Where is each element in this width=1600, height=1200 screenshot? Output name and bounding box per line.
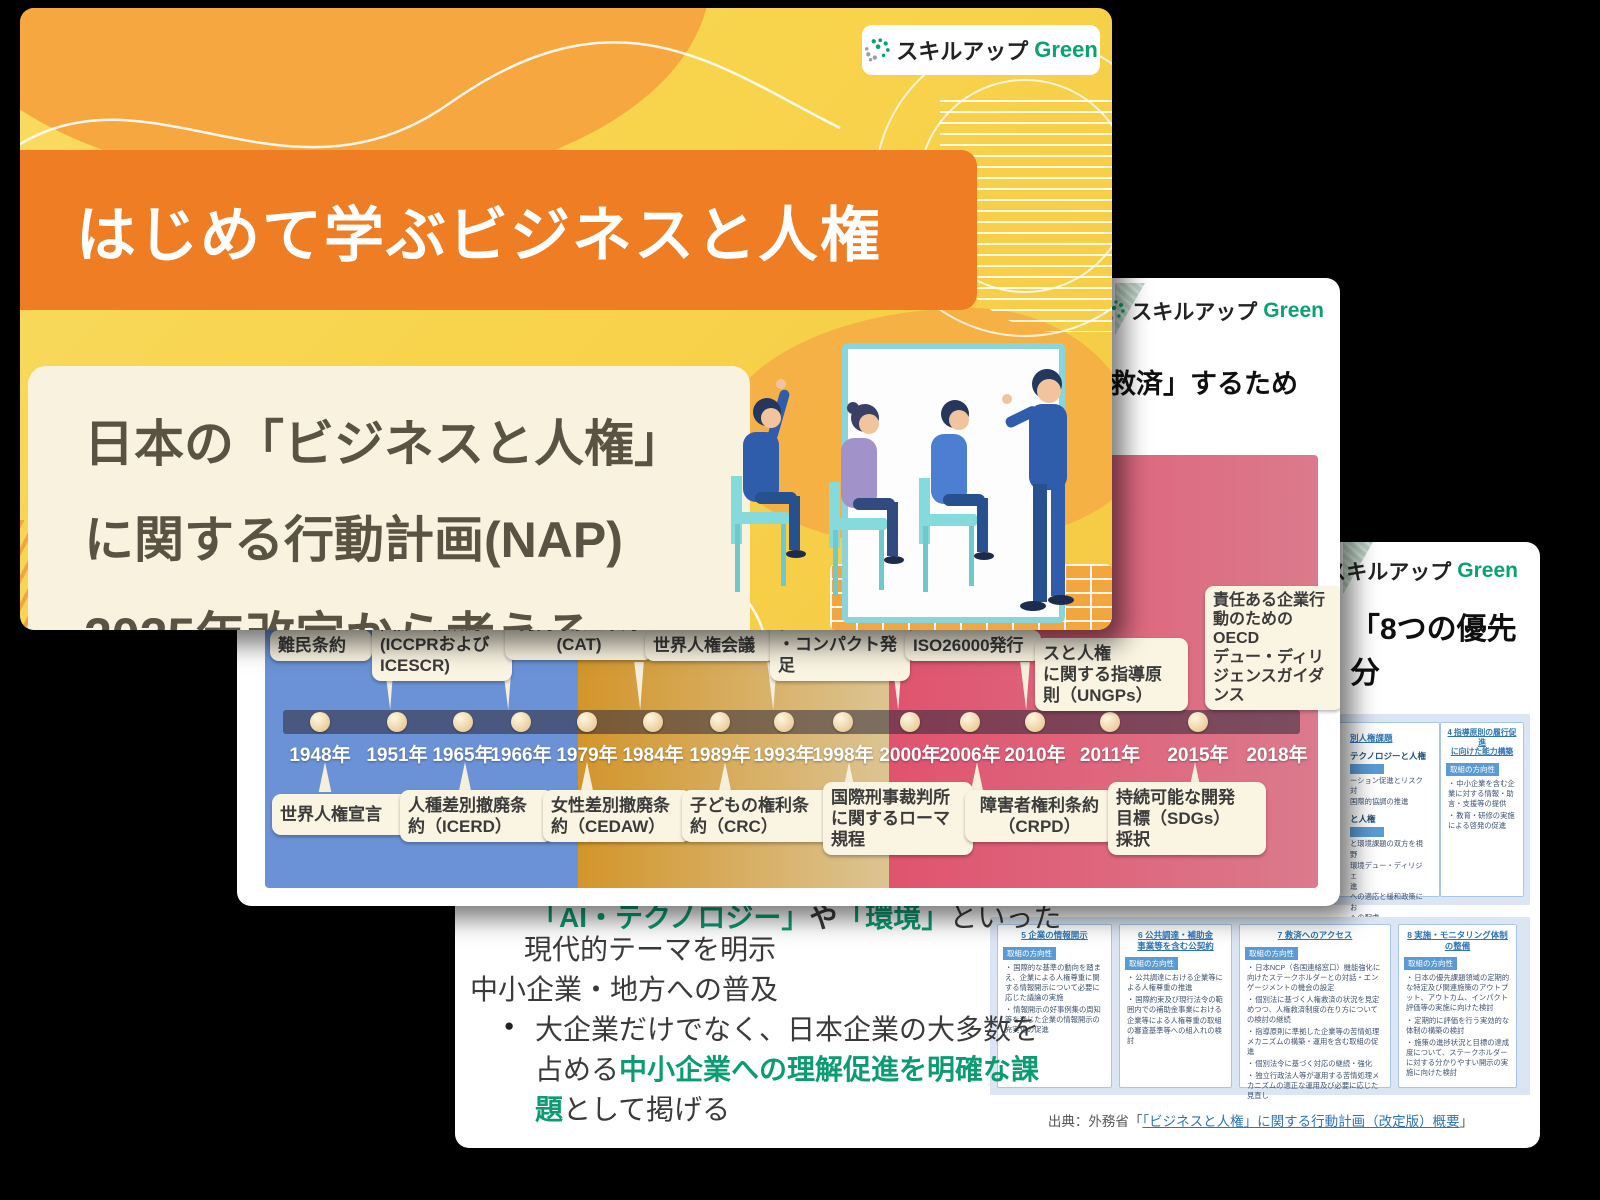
- timeline-dot: [310, 712, 330, 732]
- year-label: 1979年: [556, 745, 618, 766]
- logo-spark-icon: [865, 38, 890, 62]
- slide1-title: はじめて学ぶビジネスと人権: [76, 201, 882, 269]
- event-crpd: 障害者権利条約 （CRPD）: [965, 790, 1114, 842]
- event-oecd-guidance: 責任ある企業行 動のためのOECD デュー・ディリ ジェンスガイダ ンス: [1205, 586, 1340, 710]
- body-line-2: 現代的テーマを明示: [524, 934, 777, 965]
- card-6: 6 公共調達・補助金 事業等を含む公契約 取組の方向性 公共調達における企業等に…: [1119, 924, 1232, 1088]
- year-label: 1966年: [490, 745, 552, 766]
- slide1-subtitle: 日本の「ビジネスと人権」 に関する行動計画(NAP) 2025年改定から考える: [84, 416, 684, 630]
- pointer: [1020, 662, 1030, 710]
- pointer: [892, 662, 902, 710]
- body-bullet-1: 大企業だけでなく、日本企業の大多数を: [535, 1014, 1040, 1045]
- timeline-dot: [710, 712, 730, 732]
- bullet-dot: ●: [504, 1016, 515, 1035]
- timeline-dot: [900, 712, 920, 732]
- year-label: 2015年: [1167, 745, 1229, 766]
- body-bullet-3: 題として掲げる: [535, 1094, 731, 1125]
- pointer: [767, 662, 777, 710]
- body-line-clipped: 「AI・テクノロジー」や「環境」といった: [531, 902, 1062, 933]
- direction-badge: [1350, 763, 1384, 774]
- subtitle-panel: 日本の「ビジネスと人権」 に関する行動計画(NAP) 2025年改定から考える: [28, 366, 750, 630]
- pointer: [502, 662, 512, 710]
- timeline-dot: [1100, 712, 1120, 732]
- timeline-dot: [774, 712, 794, 732]
- timeline-dot: [577, 712, 597, 732]
- card7-header: 7 救済へのアクセス: [1277, 930, 1353, 940]
- event-rome-statute: 国際刑事裁判所 に関するローマ 規程: [823, 782, 973, 855]
- card8-header: 8 実施・モニタリング体制 の整備: [1407, 930, 1508, 951]
- slide-1: はじめて学ぶビジネスと人権 日本の「ビジネスと人権」 に関する行動計画(NAP)…: [20, 8, 1112, 630]
- timeline-dot: [1025, 712, 1045, 732]
- logo-suffix: Green: [1034, 37, 1098, 62]
- timeline-dot: [511, 712, 531, 732]
- logo-text: スキルアップ: [896, 39, 1029, 64]
- year-label: 2006年: [939, 745, 1001, 766]
- title-banner: はじめて学ぶビジネスと人権: [20, 150, 977, 310]
- priority-grid-bottom: 5 企業の情報開示 取組の方向性 国際的な基準の動向を踏まえ、企業による人権尊重…: [990, 917, 1530, 1100]
- timeline-dot: [1188, 712, 1208, 732]
- year-label: 2011年: [1079, 745, 1141, 766]
- event-ungps: スと人権 に関する指導原 則（UNGPs）: [1035, 638, 1188, 711]
- event-world-conference: 世界人権会議: [645, 630, 776, 661]
- year-label: 2018年: [1246, 745, 1308, 766]
- pointer: [634, 662, 644, 710]
- year-label: 1965年: [432, 745, 494, 766]
- year-label: 2000年: [879, 745, 941, 766]
- logo-suffix: Green: [1457, 559, 1518, 582]
- year-label: 1993年: [753, 745, 815, 766]
- source-caption: 出典：外務省「「ビジネスと人権」に関する行動計画（改定版）概要」: [1047, 1114, 1474, 1129]
- event-sdgs: 持続可能な開発 目標（SDGs） 採択: [1108, 782, 1266, 855]
- event-cedaw: 女性差別撤廃条 約（CEDAW）: [543, 790, 691, 842]
- body-line-3: 中小企業・地方への普及: [470, 974, 779, 1005]
- year-label: 1998年: [812, 745, 874, 766]
- timeline-dot: [960, 712, 980, 732]
- event-crc: 子どもの権利条 約（CRC）: [682, 790, 831, 842]
- logo-text: スキルアップ: [1131, 301, 1258, 324]
- card-4: 4 指導原則の履行促進 に向けた能力構築 取組の方向性 中小企業を含む企業に対す…: [1440, 722, 1524, 897]
- year-label: 1989年: [689, 745, 751, 766]
- card4-header: 4 指導原則の履行促進 に向けた能力構築: [1447, 728, 1517, 757]
- slide3-title: 「8つの優先分: [1350, 613, 1517, 690]
- logo-suffix: Green: [1263, 299, 1324, 322]
- card6-header: 6 公共調達・補助金 事業等を含む公契約: [1137, 930, 1214, 951]
- event-iso26000: ISO26000発行: [905, 630, 1041, 661]
- year-label: 1948年: [289, 745, 351, 766]
- year-label: 1951年: [366, 745, 428, 766]
- direction-badge: [1350, 827, 1384, 838]
- source-link[interactable]: 「ビジネスと人権」に関する行動計画（改定版）概要: [1142, 1114, 1460, 1129]
- event-udhr: 世界人権宣言: [272, 794, 410, 835]
- card5-header: 5 企業の情報開示: [1021, 930, 1088, 940]
- card-5: 5 企業の情報開示 取組の方向性 国際的な基準の動向を踏まえ、企業による人権尊重…: [997, 924, 1112, 1088]
- logo-text: スキルアップ: [1325, 561, 1452, 584]
- direction-badge: 取組の方向性: [1446, 763, 1499, 777]
- timeline-dot: [833, 712, 853, 732]
- year-label: 1984年: [622, 745, 684, 766]
- timeline-dot: [387, 712, 407, 732]
- year-label: 2010年: [1004, 745, 1066, 766]
- pointer: [384, 662, 394, 710]
- timeline-dot: [643, 712, 663, 732]
- card-7: 7 救済へのアクセス 取組の方向性 日本NCP（各国連絡窓口）機能強化に向けたス…: [1239, 924, 1391, 1100]
- event-refugee-convention: 難民条約: [270, 630, 372, 661]
- meeting-illustration: [731, 343, 1074, 623]
- timeline-dot: [453, 712, 473, 732]
- card-8: 8 実施・モニタリング体制 の整備 取組の方向性 日本の優先課題領域の定期的な特…: [1398, 924, 1517, 1088]
- event-icerd: 人種差別撤廃条 約（ICERD）: [400, 790, 553, 842]
- slide2-title: 「救済」するため: [1082, 369, 1298, 399]
- body-bullet-2: 占める中小企業への理解促進を明確な課: [535, 1054, 1040, 1085]
- card3-header: 別人権課題: [1350, 733, 1393, 743]
